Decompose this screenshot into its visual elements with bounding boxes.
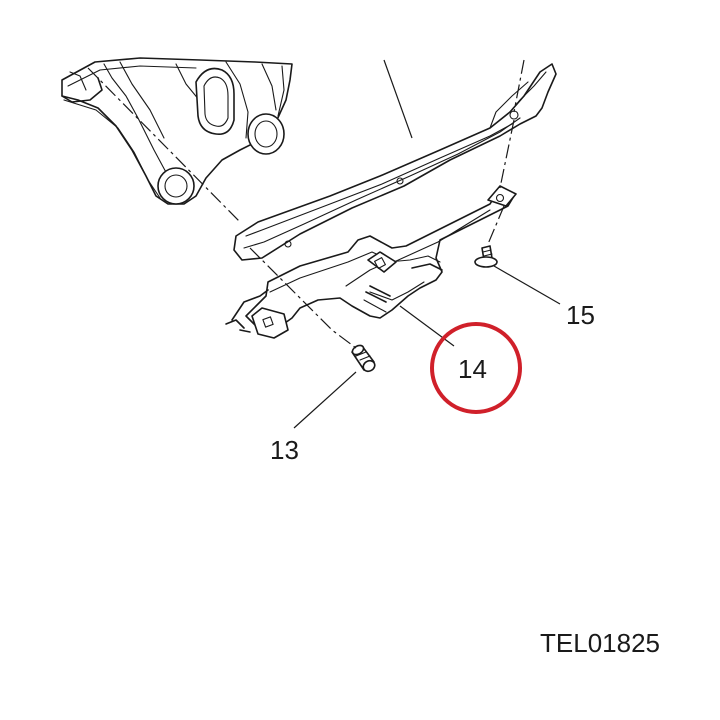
reference-code: TEL01825 — [540, 628, 660, 658]
callout-14: 14 — [458, 354, 487, 384]
bolt-13 — [351, 344, 376, 373]
callout-15: 15 — [566, 300, 595, 330]
upper-rail — [233, 63, 557, 261]
housing-casting — [61, 57, 293, 205]
callout-13: 13 — [270, 435, 299, 465]
alignment-lines — [87, 59, 525, 349]
lower-bracket — [225, 185, 517, 339]
highlight-circle — [430, 322, 522, 414]
screw-15 — [474, 245, 498, 268]
